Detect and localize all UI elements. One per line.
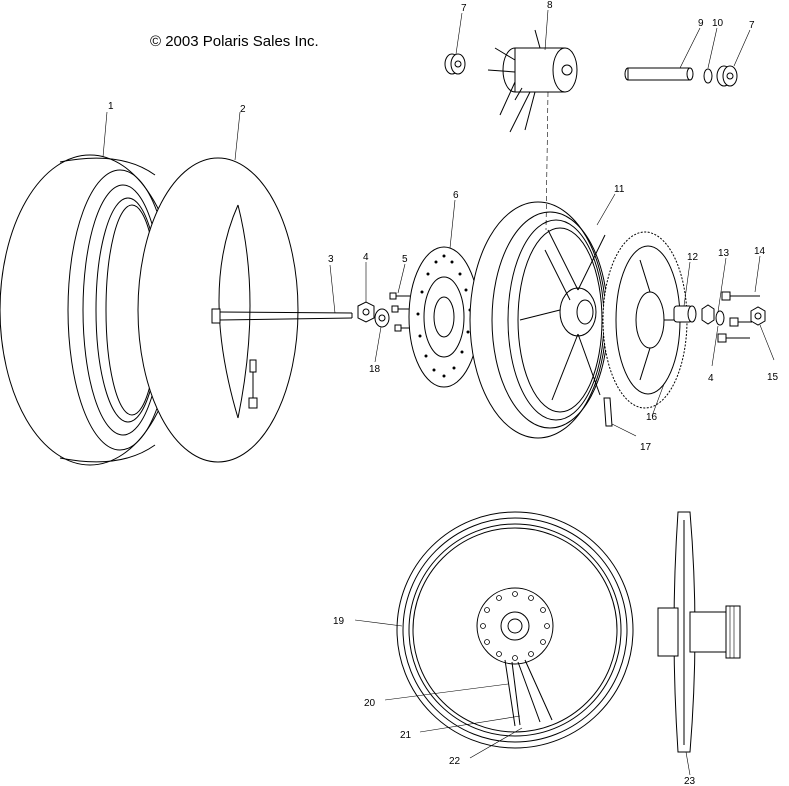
spacer-ring-part	[703, 68, 713, 84]
callout-2: 2	[240, 104, 246, 115]
callout-1: 1	[108, 101, 114, 112]
washer-part	[715, 310, 725, 326]
spoked-wheel-front-view	[396, 511, 634, 749]
sprocket-nut-part	[750, 306, 766, 326]
axle-nut-right-part	[701, 304, 715, 325]
callout-4-left: 4	[363, 252, 369, 263]
spacer-part	[374, 308, 390, 328]
callout-12: 12	[687, 252, 699, 263]
callout-3: 3	[328, 254, 334, 265]
callout-labels: 1 2 3 4 5 6 7 8 9 10 7 11 12 13 14 15 4 …	[108, 0, 779, 786]
callout-11: 11	[614, 184, 625, 195]
callout-7-left: 7	[461, 3, 467, 14]
callout-6: 6	[453, 190, 459, 201]
bearing-left-part	[444, 53, 466, 75]
callout-22: 22	[449, 756, 461, 767]
hub-assembly-part	[487, 29, 578, 231]
callout-23: 23	[684, 776, 696, 786]
callout-10: 10	[712, 18, 724, 29]
callout-5: 5	[402, 254, 408, 265]
callout-18: 18	[369, 364, 381, 375]
callout-9: 9	[698, 18, 704, 29]
axle-nut-left-part	[357, 301, 375, 323]
callout-17: 17	[640, 442, 652, 453]
axle-sleeve-part	[624, 67, 694, 81]
callout-8: 8	[547, 0, 553, 11]
brake-rotor-part	[408, 246, 480, 388]
callout-19: 19	[333, 616, 345, 627]
callout-21: 21	[400, 730, 412, 741]
bearing-right-part	[716, 65, 738, 87]
callout-7-right: 7	[749, 20, 755, 31]
callout-20: 20	[364, 698, 376, 709]
callout-13: 13	[718, 248, 730, 259]
spoked-wheel-side-view	[657, 511, 741, 753]
sprocket-spacer-part	[673, 305, 697, 323]
callout-16: 16	[646, 412, 658, 423]
sprocket-bolts-part	[717, 291, 760, 343]
callout-15: 15	[767, 372, 779, 383]
rear-wheel-part	[469, 201, 609, 439]
copyright-notice: © 2003 Polaris Sales Inc.	[150, 33, 319, 50]
leader-lines	[102, 9, 775, 776]
callout-4-right: 4	[708, 373, 714, 384]
axle-part	[211, 308, 353, 324]
balance-weight-part	[603, 397, 613, 427]
callout-14: 14	[754, 246, 766, 257]
